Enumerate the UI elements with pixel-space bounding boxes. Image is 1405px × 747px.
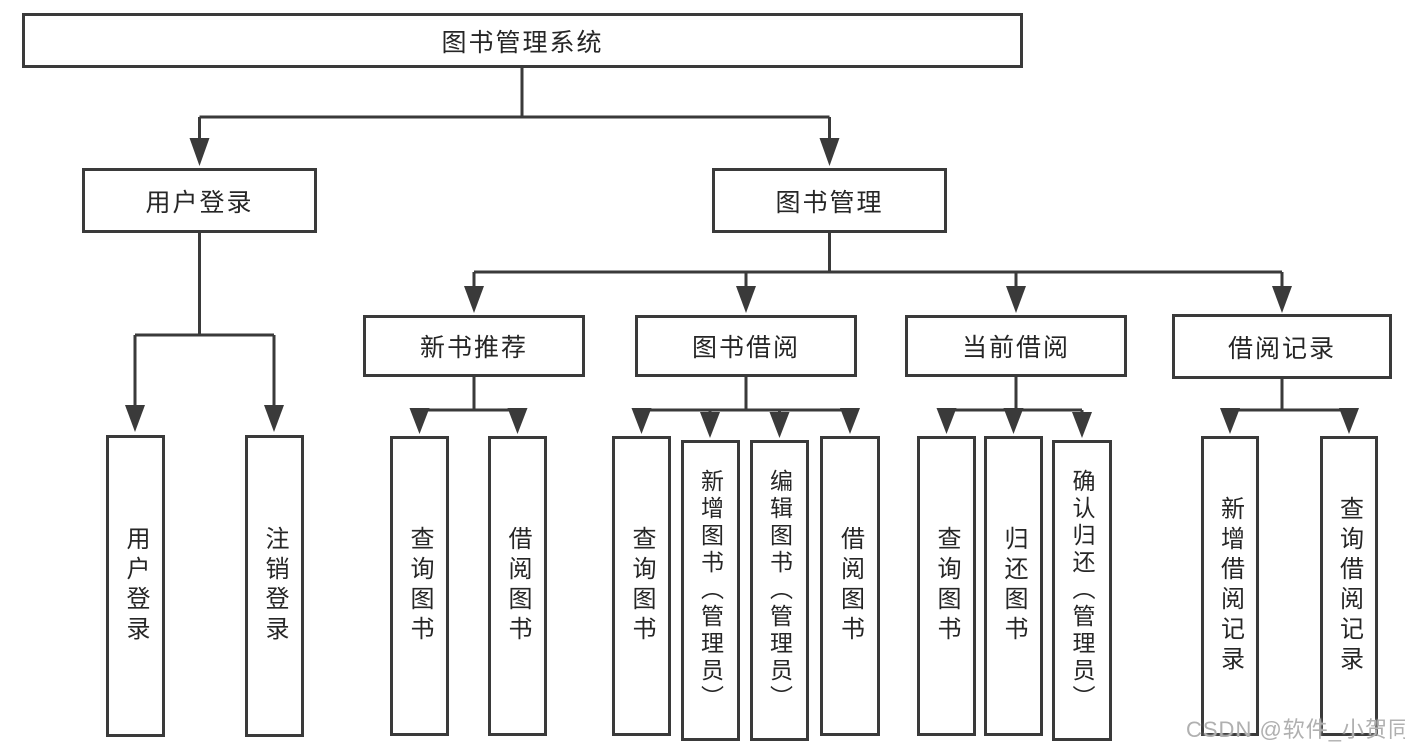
node-leaf-borrow-books-1: 借阅图书 <box>488 436 547 736</box>
node-leaf-user-login: 用户登录 <box>106 435 165 737</box>
node-book-management: 图书管理 <box>712 168 947 233</box>
node-leaf-query-books-3: 查询图书 <box>917 436 976 736</box>
node-leaf-borrow-books-2: 借阅图书 <box>820 436 880 736</box>
watermark: CSDN @软件_小贺同学 <box>1186 717 1405 742</box>
node-leaf-logout: 注销登录 <box>245 435 304 737</box>
node-leaf-add-borrow-record: 新增借阅记录 <box>1201 436 1259 736</box>
node-leaf-edit-books-admin: 编辑图书（管理员） <box>750 440 809 741</box>
node-current-borrowing: 当前借阅 <box>905 315 1127 377</box>
node-borrowing-records: 借阅记录 <box>1172 314 1392 379</box>
node-library-management-system: 图书管理系统 <box>22 13 1023 68</box>
node-new-book-recommendation: 新书推荐 <box>363 315 585 377</box>
node-leaf-add-books-admin: 新增图书（管理员） <box>681 440 740 741</box>
node-leaf-query-books-2: 查询图书 <box>612 436 671 736</box>
node-user-login: 用户登录 <box>82 168 317 233</box>
node-leaf-return-books: 归还图书 <box>984 436 1043 736</box>
node-leaf-query-borrow-record: 查询借阅记录 <box>1320 436 1378 736</box>
node-leaf-confirm-return-admin: 确认归还（管理员） <box>1052 440 1112 741</box>
node-book-borrowing: 图书借阅 <box>635 315 857 377</box>
node-leaf-query-books-1: 查询图书 <box>390 436 449 736</box>
